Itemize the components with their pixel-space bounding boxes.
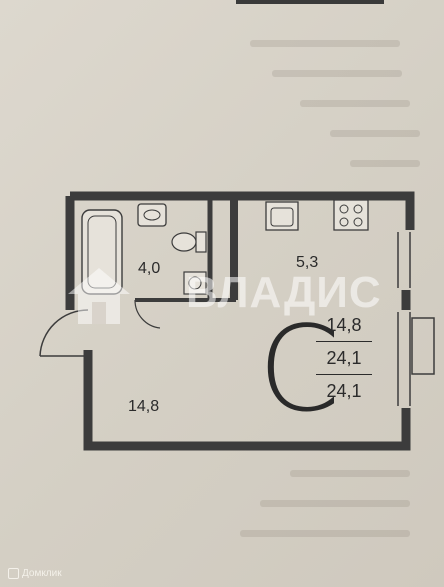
toilet-icon — [195, 231, 207, 253]
living-area-value: 14,8 — [326, 315, 362, 335]
kitchen-area-label: 5,3 — [296, 254, 319, 271]
total-area-value-2: 24,1 — [326, 381, 362, 401]
washing-machine-icon — [183, 271, 207, 295]
wall-top — [70, 191, 415, 230]
faded-text-line — [290, 470, 410, 477]
bathroom-area-label: 4,0 — [138, 260, 161, 277]
faded-text-line — [330, 130, 420, 137]
footer-source: Домклик — [8, 568, 62, 579]
faded-text-line — [240, 530, 410, 537]
area-summary: 14,8 24,1 24,1 — [316, 312, 372, 404]
balcony-box — [411, 317, 435, 375]
studio-letter: С — [258, 300, 341, 438]
domclick-logo-icon — [8, 568, 19, 579]
top-edge-line — [236, 0, 384, 4]
faded-text-line — [272, 70, 402, 77]
hall-area-label: 14,8 — [128, 398, 160, 415]
wall-bottom — [83, 350, 411, 451]
faded-text-line — [250, 40, 400, 47]
watermark-logo-icon — [68, 268, 130, 324]
total-area-value: 24,1 — [326, 348, 362, 368]
footer-source-label: Домклик — [22, 568, 62, 579]
divider — [316, 374, 372, 375]
faded-text-line — [260, 500, 410, 507]
divider — [316, 341, 372, 342]
stove-icon — [333, 199, 369, 231]
watermark-text: ВЛАДИС — [186, 268, 382, 317]
sink-icon — [137, 203, 167, 227]
faded-text-line — [350, 160, 420, 167]
faded-text-line — [300, 100, 410, 107]
bath-door-arc — [134, 299, 161, 329]
